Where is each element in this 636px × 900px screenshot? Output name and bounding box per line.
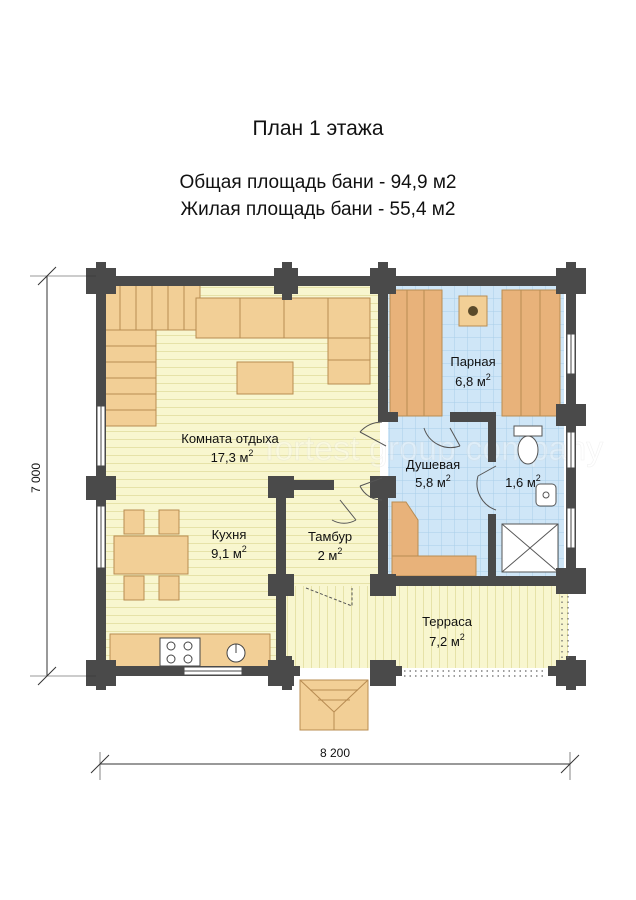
total-area-text: Общая площадь бани - 94,9 м2 [179,172,457,193]
shower-area: 5,8 м2 [415,473,451,490]
windows [96,333,576,676]
toilet-bowl [517,435,539,465]
entrance-stairs [299,679,369,731]
shower-name: Душевая [406,457,460,472]
inner-staircase [103,283,201,427]
living-area-text: Жилая площадь бани - 55,4 м2 [180,199,456,220]
dimension-lines [30,266,580,780]
wc-fixtures [501,425,559,573]
kitchen-counter [109,633,271,669]
terrace-area: 7,2 м2 [429,632,465,649]
terrace-name: Терраса [422,614,473,629]
steam-room-benches [389,289,561,417]
room-labels: Комната отдыха 17,3 м2 Кухня 9,1 м2 Тамб… [181,354,541,649]
width-dimension: 8 200 [320,746,350,760]
terrace-railing [404,596,569,677]
vestibule-floor [283,490,380,586]
corner-sofa [195,297,371,385]
coffee-table [236,361,294,395]
doors [305,421,497,607]
lounge-name: Комната отдыха [181,431,279,446]
dining-set [113,509,189,601]
log-corners [86,262,586,690]
watermark-text: fortest group company [265,430,603,468]
steam-room-name: Парная [450,354,495,369]
vestibule-name: Тамбур [308,529,352,544]
kitchen-name: Кухня [212,527,247,542]
hob [159,637,201,667]
kitchen-area: 9,1 м2 [211,544,247,561]
wc-area: 1,6 м2 [505,473,541,490]
steam-room-area: 6,8 м2 [455,372,491,389]
vestibule-area: 2 м2 [318,546,343,563]
toilet-tank [513,425,543,437]
watermark: fortest group company [265,430,604,469]
plan-title: План 1 этажа [252,117,384,140]
height-dimension: 7 000 [29,463,43,493]
lounge-area: 17,3 м2 [211,448,254,465]
terrace-floor [283,586,568,668]
